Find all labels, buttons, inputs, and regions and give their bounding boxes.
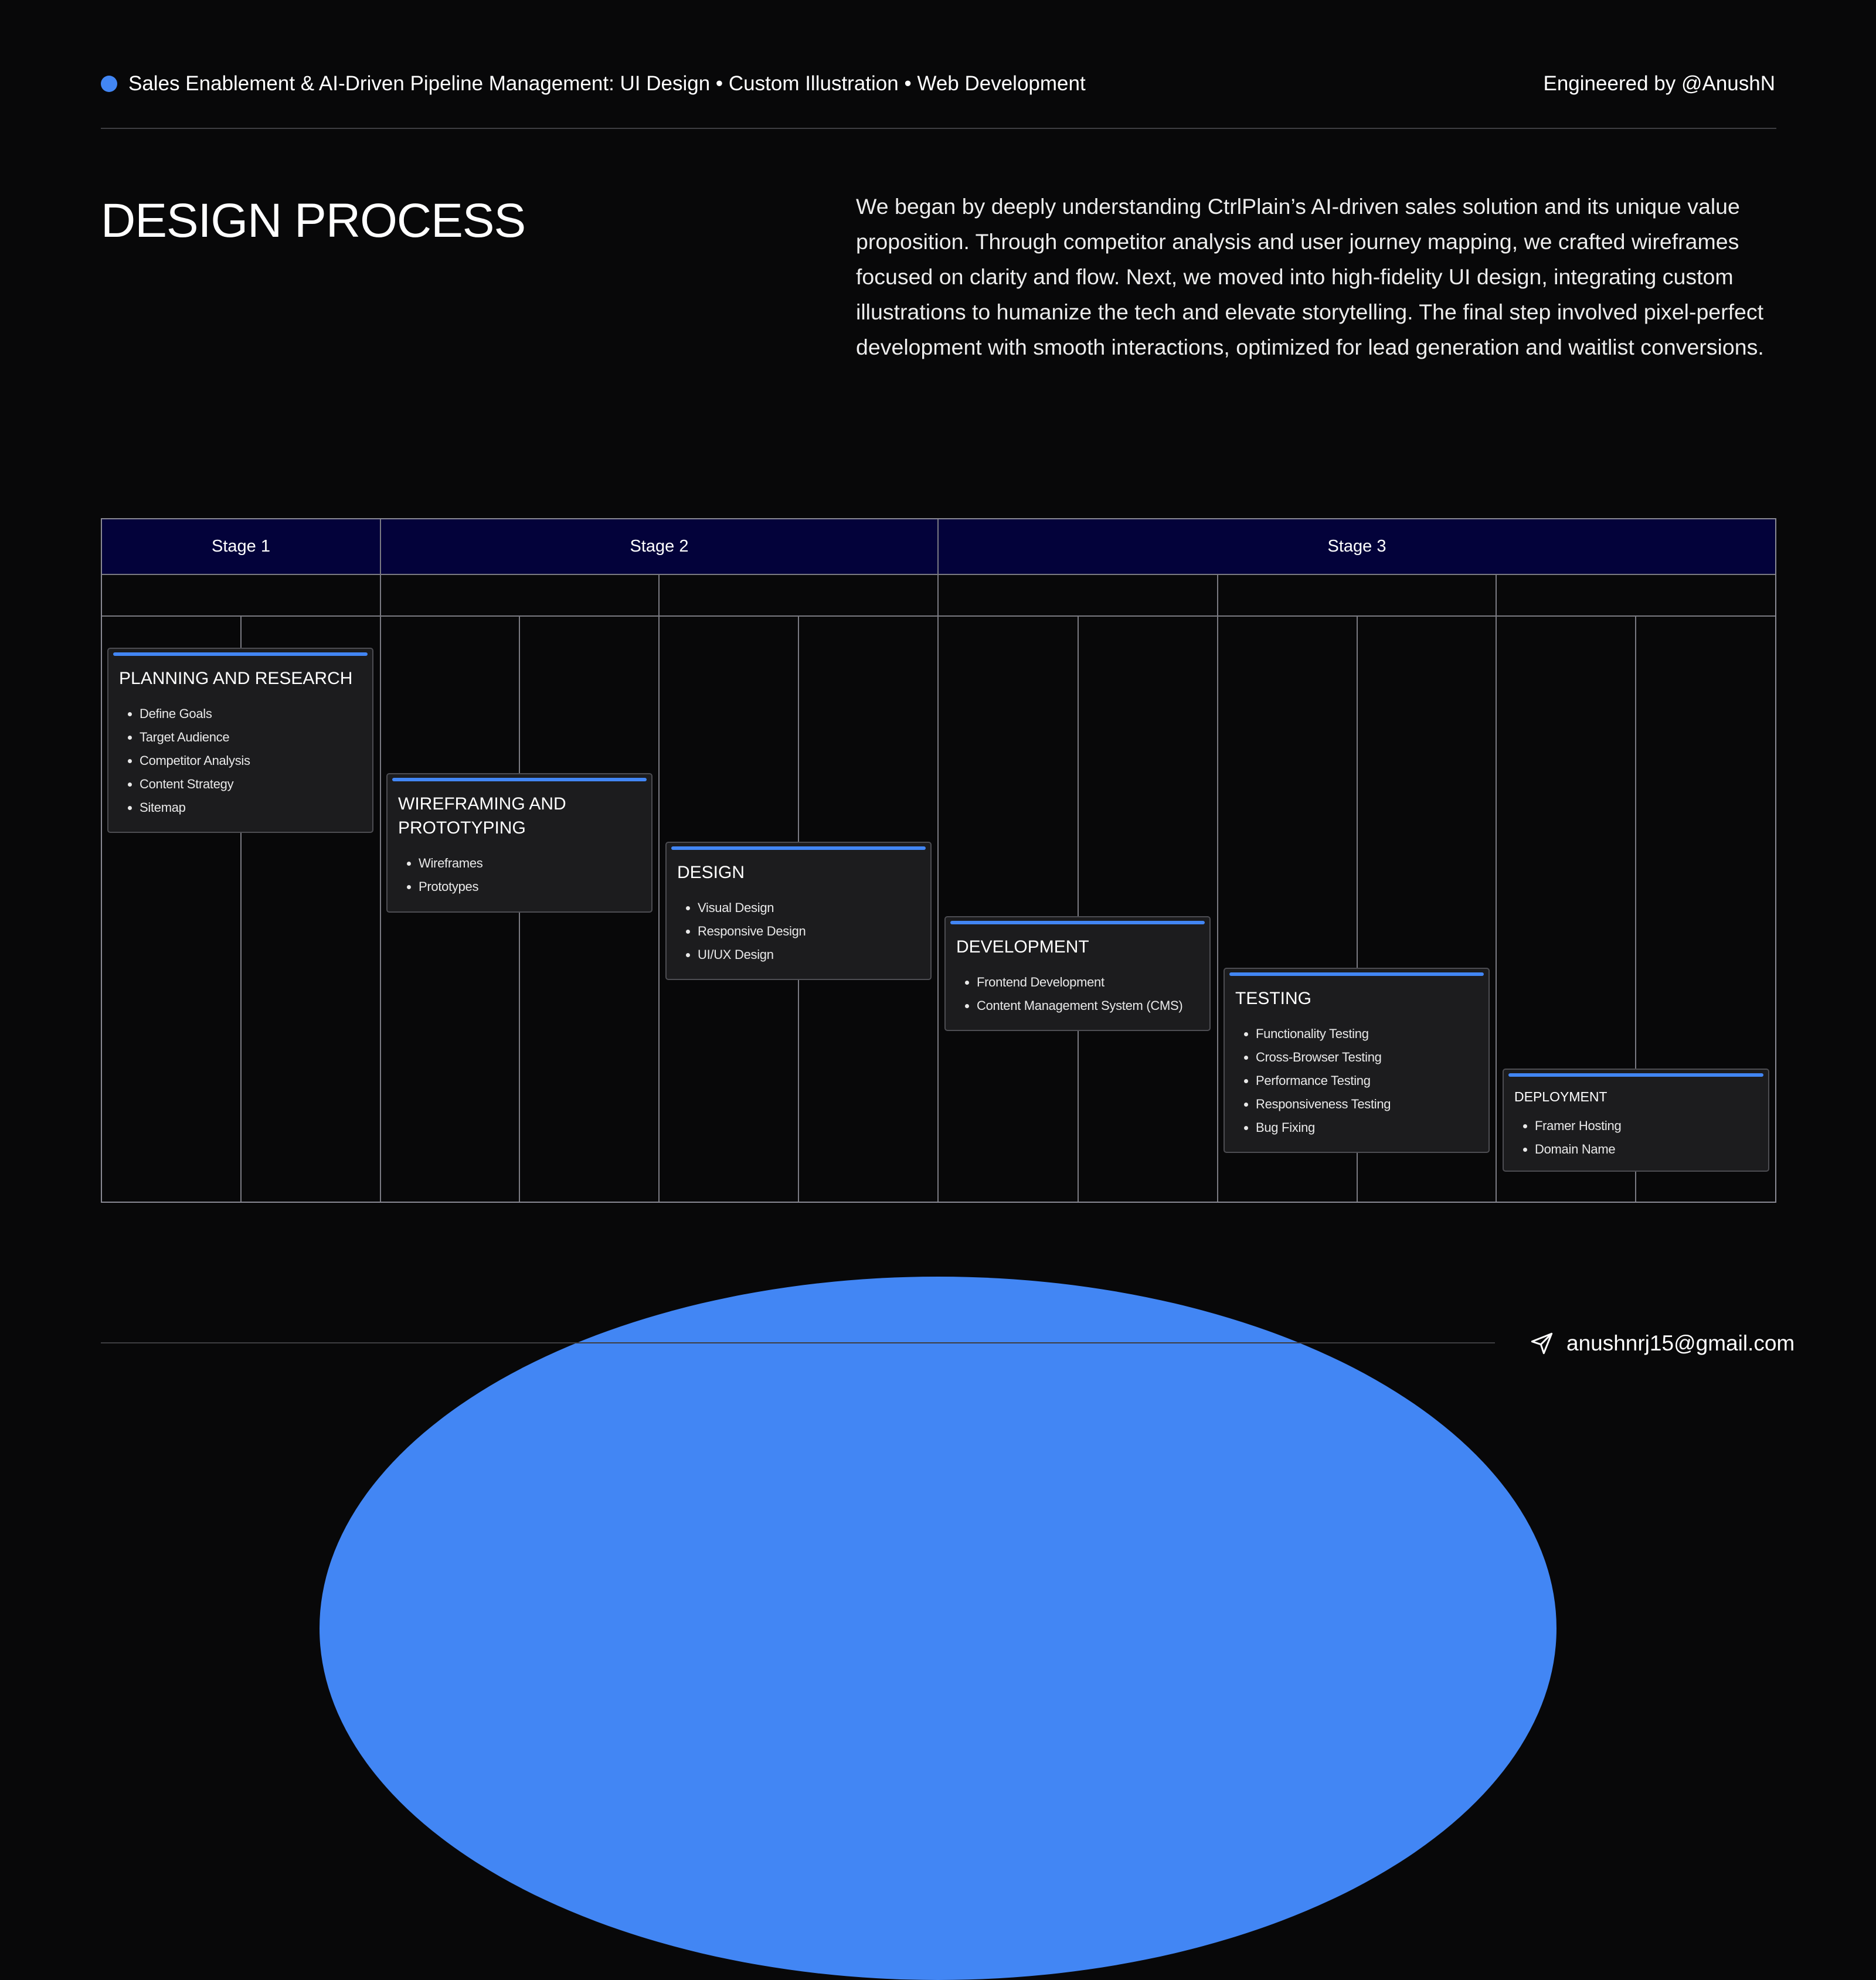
list-item: Responsive Design <box>698 920 920 943</box>
section-title: DESIGN PROCESS <box>101 194 526 247</box>
half-column-divider <box>1078 617 1079 1202</box>
list-item: Content Management System (CMS) <box>977 994 1199 1018</box>
list-item: Target Audience <box>140 726 362 749</box>
stage-header-rule <box>102 574 1775 575</box>
phase-title: PLANNING AND RESEARCH <box>119 669 353 688</box>
phase-card-testing: TESTING Functionality Testing Cross-Brow… <box>1224 968 1490 1153</box>
phase-card-planning: PLANNING AND RESEARCH Define Goals Targe… <box>107 648 373 833</box>
column-divider <box>380 575 381 1202</box>
phase-card-wireframing: WIREFRAMING AND PROTOTYPING Wireframes P… <box>386 773 652 913</box>
list-item: Responsiveness Testing <box>1256 1093 1478 1116</box>
stage-label: Stage 2 <box>630 537 689 556</box>
subheader-rule <box>102 615 1775 617</box>
phase-card-design: DESIGN Visual Design Responsive Design U… <box>665 842 932 980</box>
list-item: Frontend Development <box>977 971 1199 994</box>
list-item: Wireframes <box>419 852 641 875</box>
list-item: Prototypes <box>419 875 641 899</box>
phase-item-list: Functionality Testing Cross-Browser Test… <box>1235 1022 1478 1139</box>
status-dot-icon <box>101 76 117 92</box>
list-item: Competitor Analysis <box>140 749 362 773</box>
stage-divider <box>937 519 939 574</box>
header-divider <box>101 128 1776 129</box>
phase-item-list: Wireframes Prototypes <box>398 852 641 899</box>
list-item: UI/UX Design <box>698 943 920 967</box>
list-item: Performance Testing <box>1256 1069 1478 1093</box>
project-title: Sales Enablement & AI-Driven Pipeline Ma… <box>128 72 1086 95</box>
list-item: Domain Name <box>1535 1138 1758 1161</box>
timeline-grid <box>101 518 1776 1203</box>
phase-card-development: DEVELOPMENT Frontend Development Content… <box>944 916 1211 1031</box>
phase-title: DEVELOPMENT <box>956 937 1089 957</box>
phase-item-list: Frontend Development Content Management … <box>956 971 1199 1018</box>
column-divider <box>937 575 939 1202</box>
list-item: Framer Hosting <box>1535 1114 1758 1138</box>
phase-card-deployment: DEPLOYMENT Framer Hosting Domain Name <box>1503 1069 1769 1172</box>
phase-title: WIREFRAMING AND PROTOTYPING <box>398 794 566 838</box>
phase-item-list: Define Goals Target Audience Competitor … <box>119 702 362 819</box>
column-divider <box>1496 575 1497 1202</box>
column-divider <box>658 575 660 1202</box>
list-item: Visual Design <box>698 896 920 920</box>
stage-label: Stage 3 <box>1327 537 1386 556</box>
half-column-divider <box>240 617 242 1202</box>
list-item: Bug Fixing <box>1256 1116 1478 1139</box>
phase-title: DEPLOYMENT <box>1514 1089 1607 1104</box>
stage-divider <box>380 519 381 574</box>
half-column-divider <box>1357 617 1358 1202</box>
send-icon <box>1531 1332 1553 1355</box>
phase-title: DESIGN <box>677 863 745 882</box>
intro-paragraph: We began by deeply understanding CtrlPla… <box>856 194 1764 359</box>
author-credit: Engineered by @AnushN <box>1543 72 1776 95</box>
list-item: Define Goals <box>140 702 362 726</box>
decorative-arc <box>320 1277 1556 1980</box>
phase-title: TESTING <box>1235 989 1312 1008</box>
phase-item-list: Visual Design Responsive Design UI/UX De… <box>677 896 920 967</box>
list-item: Content Strategy <box>140 773 362 796</box>
half-column-divider <box>1635 617 1636 1202</box>
stage-label: Stage 1 <box>212 537 270 556</box>
footer-divider <box>101 1342 1495 1343</box>
list-item: Functionality Testing <box>1256 1022 1478 1046</box>
list-item: Sitemap <box>140 796 362 819</box>
column-divider <box>1217 575 1218 1202</box>
list-item: Cross-Browser Testing <box>1256 1046 1478 1069</box>
contact-email-link[interactable]: anushnrj15@gmail.com <box>1566 1331 1795 1355</box>
phase-item-list: Framer Hosting Domain Name <box>1514 1114 1758 1161</box>
